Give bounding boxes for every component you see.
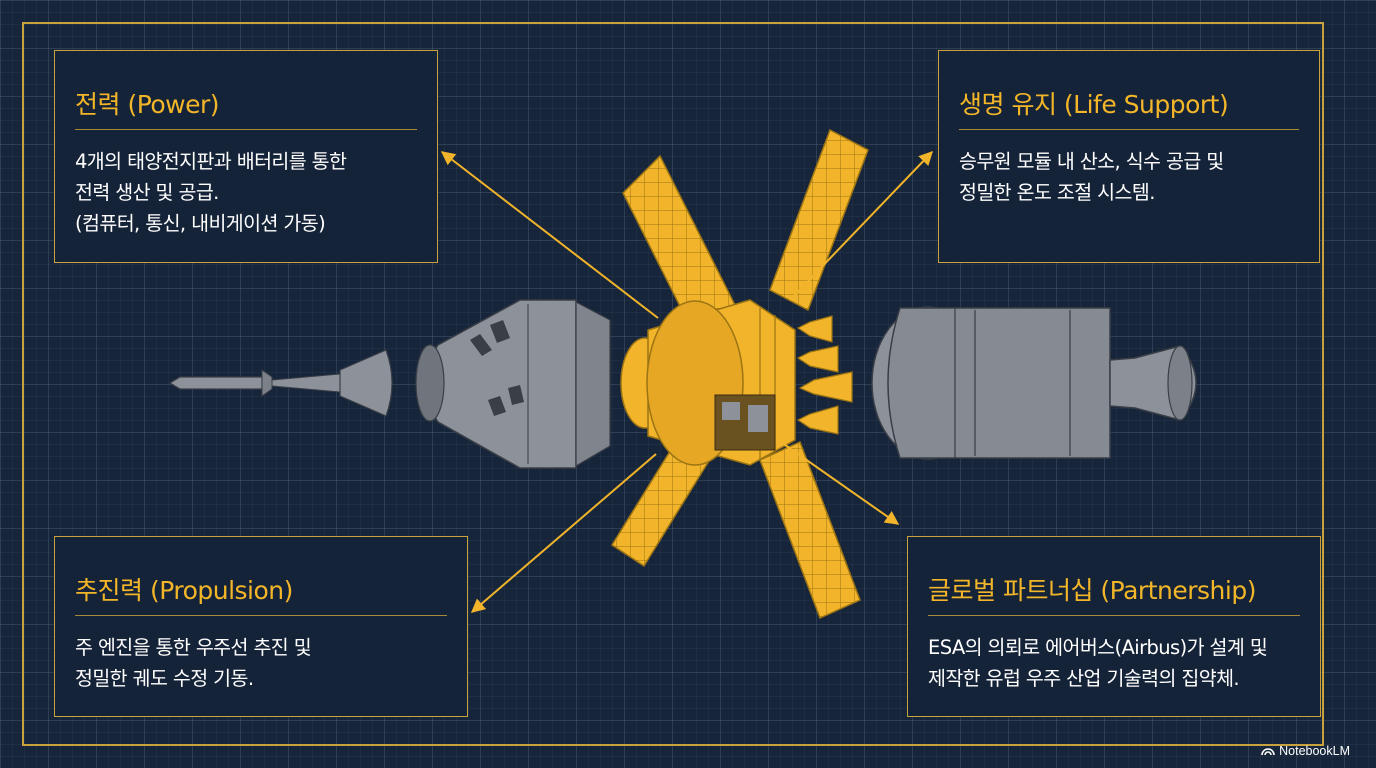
arrow-propulsion xyxy=(470,453,657,613)
power-panel: 전력 (Power) 4개의 태양전지판과 배터리를 통한 전력 생산 및 공급… xyxy=(54,50,438,263)
propulsion-title: 추진력 (Propulsion) xyxy=(75,537,447,616)
callout-arrows xyxy=(440,150,933,613)
solar-array-upper-right xyxy=(769,128,869,312)
life-support-panel: 생명 유지 (Life Support) 승무원 모듈 내 산소, 식수 공급 … xyxy=(938,50,1320,263)
life-support-title: 생명 유지 (Life Support) xyxy=(959,51,1299,130)
propulsion-panel: 추진력 (Propulsion) 주 엔진을 통한 우주선 추진 및 정밀한 궤… xyxy=(54,536,468,717)
arrow-partnership xyxy=(777,439,900,525)
power-title: 전력 (Power) xyxy=(75,51,417,130)
european-service-module xyxy=(620,299,796,466)
arrow-power xyxy=(440,151,659,319)
partnership-description: ESA의 의뢰로 에어버스(Airbus)가 설계 및 제작한 유럽 우주 산업… xyxy=(928,636,1268,690)
thruster-cluster xyxy=(796,315,853,435)
partnership-panel: 글로벌 파트너십 (Partnership) ESA의 의뢰로 에어버스(Air… xyxy=(907,536,1321,717)
watermark-label: NotebookLM xyxy=(1279,744,1350,758)
solar-array-lower-right xyxy=(759,440,861,620)
spacecraft-adapter xyxy=(871,306,1197,460)
crew-module xyxy=(415,299,611,469)
notebooklm-watermark: NotebookLM xyxy=(1261,744,1350,758)
partnership-title: 글로벌 파트너십 (Partnership) xyxy=(928,537,1300,616)
launch-abort-system xyxy=(168,349,393,417)
life-support-description: 승무원 모듈 내 산소, 식수 공급 및 정밀한 온도 조절 시스템. xyxy=(959,150,1224,204)
arrow-life-support xyxy=(789,150,933,301)
blueprint-frame xyxy=(22,22,1324,746)
power-description: 4개의 태양전지판과 배터리를 통한 전력 생산 및 공급. (컴퓨터, 통신,… xyxy=(75,150,347,235)
notebooklm-logo-icon xyxy=(1261,748,1275,756)
propulsion-description: 주 엔진을 통한 우주선 추진 및 정밀한 궤도 수정 기동. xyxy=(75,636,312,690)
